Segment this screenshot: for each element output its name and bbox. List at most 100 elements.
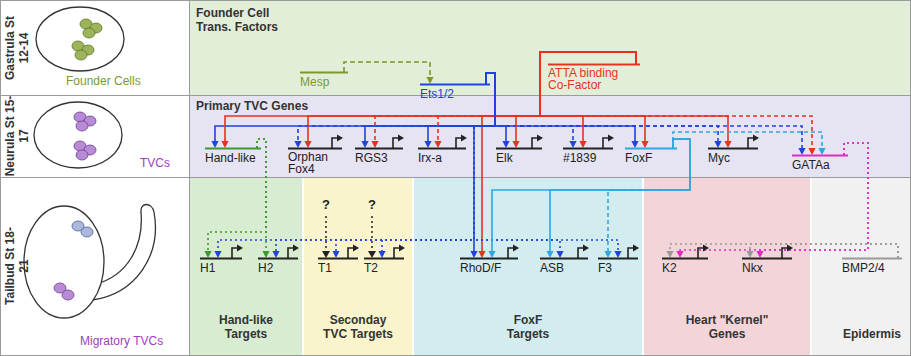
cell-label: Migratory TVCs [80, 334, 163, 348]
target-panel: Hand-like TargetsH1H2 [190, 178, 302, 354]
connector-line [492, 139, 690, 252]
stage-label: Neurula St 15-17 [3, 94, 31, 178]
band-heading: Founder Cell Trans. Factors [196, 6, 296, 34]
stage-band: Founder Cell Trans. FactorsMespEts1/2ATT… [190, 2, 909, 94]
gene-name: H2 [258, 262, 273, 275]
regulatory-connector [361, 73, 495, 148]
gene-glyph [625, 136, 677, 150]
epidermis-panel [812, 178, 910, 355]
tvc-cell [81, 227, 93, 237]
gene-body-line [288, 148, 342, 150]
connector-line [486, 73, 718, 142]
unknown-regulator-mark: ? [322, 197, 330, 212]
arrowhead [579, 141, 586, 148]
gene-body-line [625, 148, 677, 150]
regulatory-connector [546, 139, 690, 258]
band-heading: Primary TVC Genes [196, 99, 308, 113]
panel-heading: Seconday TVC Targets [316, 313, 400, 341]
gene-glyph [318, 246, 358, 260]
connector-line [760, 143, 868, 252]
promoter-arrowhead [583, 245, 589, 252]
tvc-cell [76, 121, 88, 131]
gene-name: Orphan Fox4 [288, 151, 340, 175]
gene-name: RGS3 [355, 152, 388, 165]
promoter-arrowhead [753, 135, 759, 142]
target-panel: Seconday TVC TargetsT1T2 [304, 178, 412, 354]
arrowhead [614, 251, 621, 258]
stage-band: Primary TVC GenesHand-like Orphan Fox4 RGS… [190, 96, 909, 176]
regulatory-connector [746, 244, 898, 258]
target-panel: FoxF TargetsRhoD/FASBF3 [414, 178, 642, 354]
gene-name: Nkx [742, 262, 763, 275]
arrowhead [808, 148, 815, 155]
arrowhead [641, 141, 648, 148]
regulatory-connector [673, 132, 826, 155]
gene-body-line [300, 72, 348, 74]
gene-glyph [792, 143, 848, 157]
arrowhead [204, 251, 211, 258]
connector-line [486, 73, 802, 149]
gene-name: Hand-like [205, 152, 256, 165]
founder-cells [72, 19, 102, 60]
label-box: TVCs [140, 156, 170, 170]
gene-glyph [842, 246, 902, 260]
gene-glyph [708, 136, 758, 150]
tvc-cell [62, 290, 74, 300]
connector-line [474, 73, 618, 252]
arrowhead [502, 141, 509, 148]
connector-line [225, 52, 636, 142]
target-panel: EpidermisBMP2/4 [812, 178, 909, 354]
regulatory-connector [756, 143, 868, 258]
gene-glyph [205, 136, 261, 150]
connector-line [550, 139, 690, 252]
gene-glyph [540, 246, 588, 260]
gene-name: F3 [598, 262, 612, 275]
tvc-cell [76, 150, 88, 160]
regulatory-connector [540, 52, 732, 148]
promoter-arrowhead [513, 245, 519, 252]
gene-symbol-box: K2 [662, 258, 708, 274]
arrowhead [746, 251, 753, 258]
connector-line [257, 139, 266, 252]
unknown-input-line [325, 216, 327, 251]
arrowhead [676, 251, 683, 258]
promoter-arrowhead [633, 245, 639, 252]
promoter-arrowhead [537, 135, 543, 142]
regulatory-connector [304, 52, 636, 148]
gene-name: T1 [318, 262, 332, 275]
gene-glyph [598, 246, 638, 260]
unknown-input-head [368, 251, 376, 258]
gene-body-line [205, 148, 261, 150]
gene-symbol-box: #1839 [563, 148, 613, 164]
gene-body-line [792, 155, 848, 157]
stage-label: Gastrula St 12-14 [3, 6, 31, 90]
promoter-arrowhead [608, 135, 614, 142]
gene-body-line [496, 148, 542, 150]
gene-name: Ets1/2 [420, 88, 454, 101]
regulatory-connector [332, 73, 495, 258]
arrowhead [818, 148, 825, 155]
gene-symbol-box: RhoD/F [460, 258, 518, 274]
target-panel: Heart "Kernel" GenesK2Nkx [644, 178, 810, 354]
gene-glyph [742, 246, 792, 260]
gene-body-line [460, 258, 518, 260]
gene-glyph [420, 72, 490, 86]
gene-body-line [420, 84, 490, 86]
gene-name: BMP2/4 [842, 262, 885, 275]
gene-body-line [598, 258, 638, 260]
connector-line [482, 52, 636, 252]
gene-glyph [496, 136, 542, 150]
promoter-arrowhead [399, 245, 405, 252]
gene-name: K2 [662, 262, 677, 275]
gene-glyph [364, 246, 404, 260]
arrowhead [569, 141, 576, 148]
label-box: Migratory TVCs [80, 334, 163, 348]
regulatory-connector [257, 139, 270, 258]
gene-symbol-box: Myc [708, 148, 758, 164]
promoter-arrowhead [787, 245, 793, 252]
gene-name: RhoD/F [460, 262, 501, 275]
cell-label: Founder Cells [66, 74, 141, 88]
